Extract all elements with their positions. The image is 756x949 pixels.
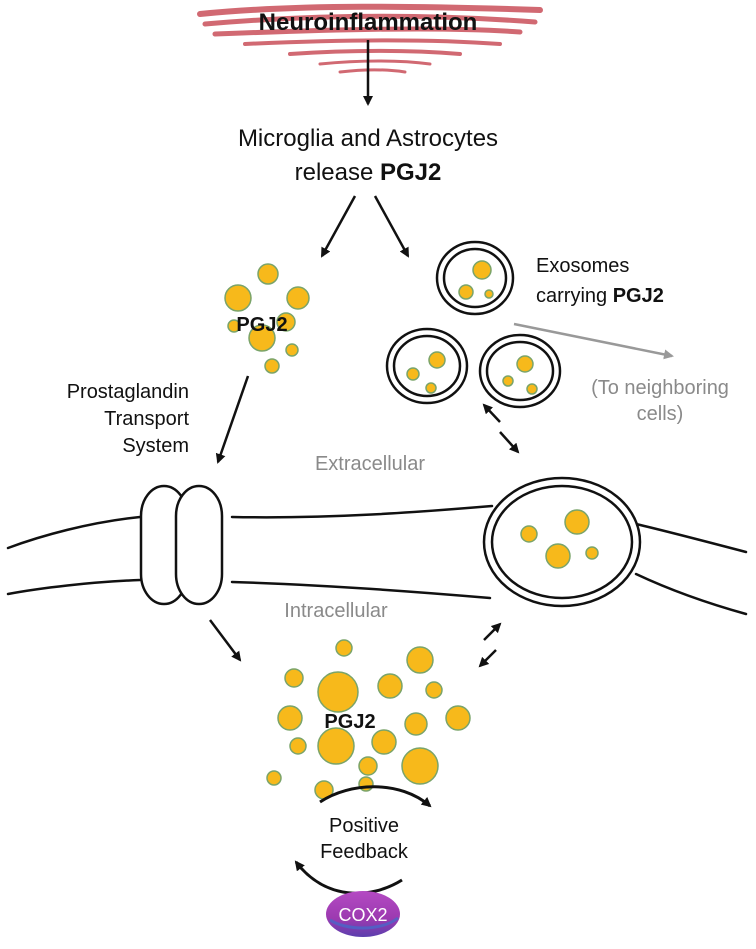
pgj2-droplet <box>277 705 303 731</box>
pgj2-droplet <box>227 319 241 333</box>
pgj2-droplet <box>520 525 538 543</box>
free-pgj2-label: PGJ2 <box>236 314 287 336</box>
pgj2-droplet <box>472 260 492 280</box>
pgj2-droplet <box>526 383 538 395</box>
exosomes-line2: carrying PGJ2 <box>536 285 664 307</box>
pgj2-droplet <box>285 343 299 357</box>
pgj2-droplet <box>401 747 439 785</box>
feedback-line1: Positive <box>329 815 399 837</box>
exosome-droplets <box>406 260 538 395</box>
pgj2-droplet <box>428 351 446 369</box>
exosomes-line1: Exosomes <box>536 255 629 277</box>
pgj2-droplet <box>406 367 420 381</box>
neighbor-line1: (To neighboring <box>591 377 729 399</box>
pgj2-droplet <box>248 324 276 352</box>
pgj2-droplet <box>358 756 378 776</box>
pgj2-droplet <box>585 546 599 560</box>
release-line1: Microglia and Astrocytes <box>238 125 498 152</box>
extracellular-label: Extracellular <box>315 453 425 475</box>
vesicle-droplets <box>520 509 599 569</box>
pgj2-droplet <box>458 284 474 300</box>
pgj2-droplet <box>404 712 428 736</box>
pgj2-droplet <box>406 646 434 674</box>
pgj2-droplet <box>317 671 359 713</box>
pgj2-droplet <box>425 382 437 394</box>
pgj2-droplet <box>377 673 403 699</box>
arrow-to-free-pgj2 <box>320 195 357 258</box>
exosome-left <box>385 327 469 405</box>
cell-membrane <box>6 504 748 616</box>
title-brush-stroke <box>197 3 543 74</box>
pgj2-droplet <box>545 543 571 569</box>
arrow-to-neighboring-cells <box>513 322 674 360</box>
pgj2-droplet <box>224 284 252 312</box>
pgj2-droplet <box>564 509 590 535</box>
pgj2-droplet <box>502 375 514 387</box>
pgj2-droplet <box>516 355 534 373</box>
arrow-to-transporter <box>215 375 250 464</box>
release-line2: release PGJ2 <box>295 159 442 186</box>
pgj2-droplet <box>371 729 397 755</box>
pgj2-droplet <box>286 286 310 310</box>
exosome-top <box>435 240 515 316</box>
pgj2-droplet <box>425 681 443 699</box>
transport-line3: System <box>122 435 189 457</box>
feedback-arrow-top <box>319 785 432 808</box>
pgj2-droplet <box>266 770 282 786</box>
cox2-label: COX2 <box>338 905 387 925</box>
pgj2-droplet <box>284 668 304 688</box>
pgj2-droplet <box>276 312 296 332</box>
exosome-exchange-arrows <box>482 403 520 454</box>
title: Neuroinflammation <box>259 9 478 36</box>
pgj2-droplet <box>257 263 279 285</box>
vesicle-exchange-arrows <box>478 622 502 668</box>
feedback-arrow-bottom <box>294 860 403 895</box>
arrow-to-exosomes <box>373 195 410 258</box>
feedback-line2: Feedback <box>320 841 409 863</box>
pgj2-droplet <box>484 289 494 299</box>
membrane-vesicle <box>482 476 642 608</box>
pgj2-droplet <box>317 727 355 765</box>
intracellular-pgj2-label: PGJ2 <box>324 711 375 733</box>
transporter-protein <box>139 484 224 606</box>
intracellular-label: Intracellular <box>284 600 388 622</box>
transport-line1: Prostaglandin <box>67 381 189 403</box>
pgj2-droplet <box>289 737 307 755</box>
neighbor-line2: cells) <box>637 403 684 425</box>
pgj2-droplet <box>445 705 471 731</box>
free-pgj2-droplets <box>224 263 310 374</box>
pgj2-droplet <box>335 639 353 657</box>
cox2-enzyme: COX2 <box>326 891 400 937</box>
arrow-into-cell <box>209 619 242 662</box>
transport-line2: Transport <box>104 408 189 430</box>
pgj2-droplet <box>264 358 280 374</box>
